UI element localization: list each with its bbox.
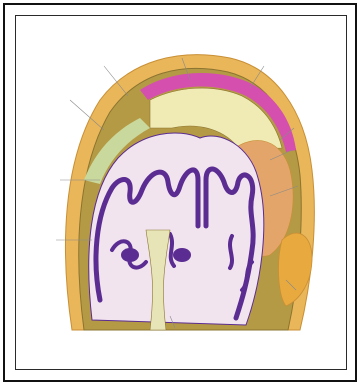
brain <box>89 133 264 325</box>
right-ventricle <box>173 248 191 262</box>
left-ventricle <box>121 248 139 262</box>
